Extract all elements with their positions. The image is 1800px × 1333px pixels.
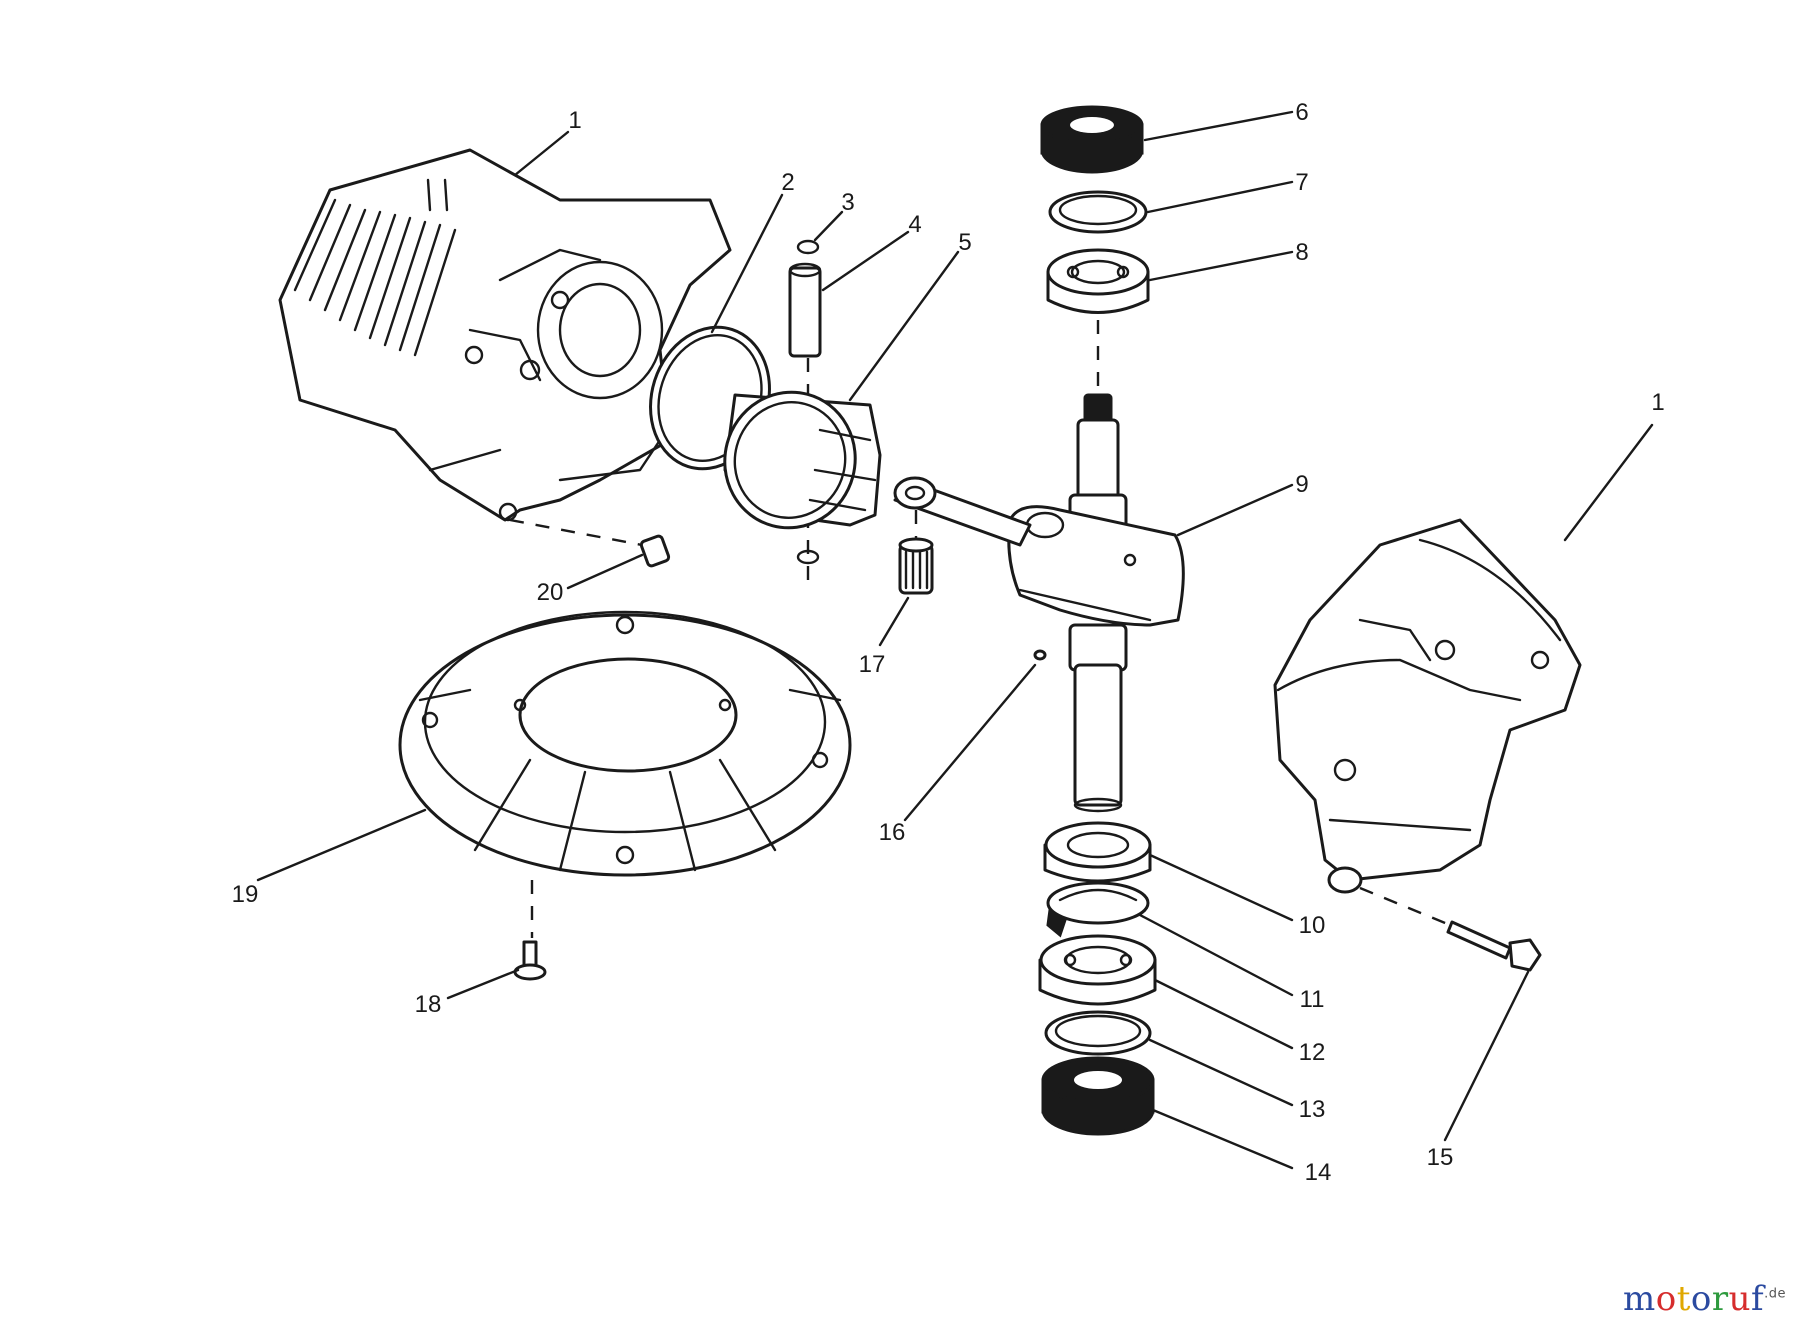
bolt-part: [1359, 886, 1542, 972]
leader-14: [1151, 1108, 1294, 1170]
watermark-letter-o2: o: [1690, 1279, 1712, 1319]
bearing-top-part: [1046, 248, 1150, 314]
watermark-letter-m: m: [1622, 1279, 1656, 1319]
thrust-ring-part: [1043, 821, 1152, 883]
callout-11: 11: [1300, 986, 1325, 1013]
bearing-bottom-part: [1038, 934, 1157, 1006]
callout-8: 8: [1295, 239, 1308, 266]
needle-bearing-part: [898, 510, 934, 595]
leader-6: [1143, 110, 1294, 142]
watermark-letter-r: r: [1711, 1279, 1729, 1319]
callout-4: 4: [908, 211, 921, 238]
callout-16: 16: [879, 819, 906, 846]
callout-10: 10: [1299, 912, 1326, 939]
watermark-letter-u: u: [1728, 1279, 1752, 1319]
callout-7: 7: [1295, 169, 1308, 196]
leader-2: [710, 193, 784, 334]
leader-8: [1148, 250, 1294, 282]
callout-2: 2: [781, 169, 794, 196]
retaining-ring-bottom-part: [1044, 1010, 1152, 1056]
mounting-plate-part: [398, 610, 852, 877]
leader-19: [256, 808, 427, 882]
callout-1b: 1: [1651, 389, 1664, 416]
piston-part: [723, 390, 882, 530]
leader-7: [1146, 180, 1294, 214]
watermark-letter-t: t: [1676, 1279, 1691, 1319]
leader-18: [446, 968, 520, 1000]
site-watermark-logo: motoruf.de: [1623, 1279, 1786, 1319]
leader-1b: [1563, 423, 1654, 542]
leader-20: [566, 553, 644, 590]
callout-3: 3: [841, 189, 854, 216]
leader-10: [1148, 853, 1294, 922]
watermark-letter-f: f: [1751, 1279, 1765, 1319]
leader-16: [903, 663, 1037, 822]
callout-15: 15: [1427, 1144, 1454, 1171]
leader-3: [813, 210, 844, 242]
dowel-pin-part: [509, 518, 671, 568]
leader-15: [1443, 970, 1530, 1142]
callout-labels: 1 1 2 3 4 5 6 7 8 9 10 11 12 13 14 15 16…: [232, 99, 1665, 1186]
leader-lines: [256, 110, 1654, 1170]
leader-17: [878, 596, 910, 647]
callout-1a: 1: [568, 107, 581, 134]
retaining-ring-top-part: [1048, 190, 1148, 234]
bearing-retainer-part: [1046, 881, 1150, 938]
connecting-rod-part: [893, 476, 1032, 547]
callout-17: 17: [859, 651, 886, 678]
callout-20: 20: [537, 579, 564, 606]
crankshaft-part: [1007, 393, 1185, 813]
callout-14: 14: [1305, 1159, 1332, 1186]
leader-13: [1148, 1038, 1294, 1107]
leader-4: [821, 230, 910, 292]
callout-19: 19: [232, 881, 259, 908]
woodruff-key-part: [1033, 649, 1047, 661]
callout-9: 9: [1295, 471, 1308, 498]
callout-6: 6: [1295, 99, 1308, 126]
callout-5: 5: [958, 229, 971, 256]
leader-9: [1176, 483, 1294, 537]
oil-seal-bottom-part: [1041, 1056, 1155, 1136]
leader-5: [848, 250, 960, 402]
oil-seal-top-part: [1040, 105, 1144, 174]
leader-1a: [513, 130, 570, 177]
cylinder-crankcase-part: [278, 148, 732, 522]
callout-18: 18: [415, 991, 442, 1018]
crankcase-half-part: [1273, 518, 1582, 894]
screw-part: [513, 880, 547, 981]
callout-13: 13: [1299, 1096, 1326, 1123]
leader-12: [1153, 978, 1294, 1050]
leader-11: [1138, 913, 1294, 997]
callout-12: 12: [1299, 1039, 1326, 1066]
watermark-suffix: .de: [1764, 1286, 1786, 1302]
watermark-letter-o: o: [1655, 1279, 1677, 1319]
